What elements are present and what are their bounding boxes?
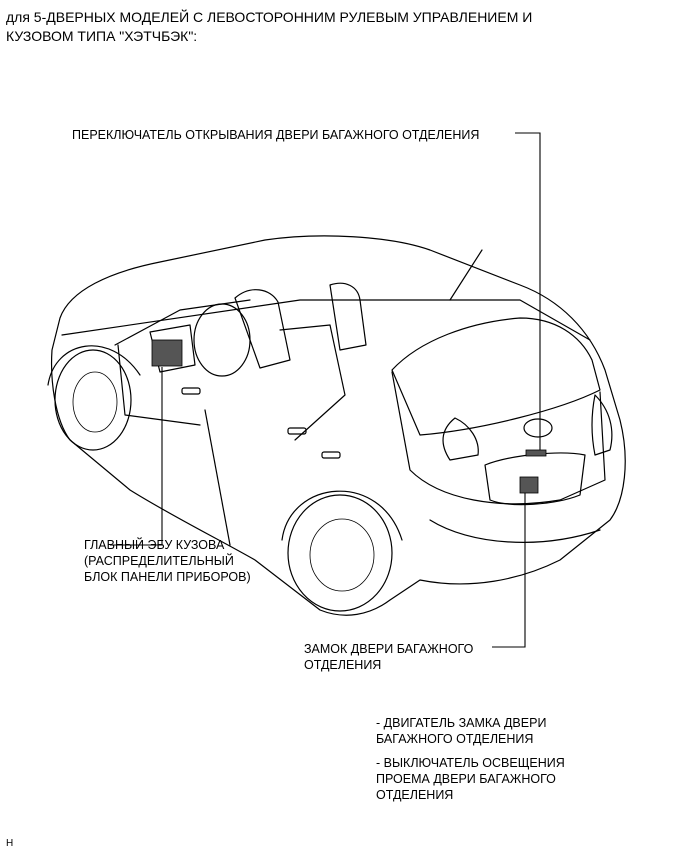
leader-lines	[110, 132, 541, 648]
car-body-outline	[47, 235, 626, 616]
diagram-header: для 5-ДВЕРНЫХ МОДЕЛЕЙ С ЛЕВОСТОРОННИМ РУ…	[6, 9, 533, 44]
label-main-body-ecu: ГЛАВНЫЙ ЭБУ КУЗОВА (РАСПРЕДЕЛИТЕЛЬНЫЙ БЛ…	[84, 538, 251, 584]
illustration-code: H	[6, 838, 14, 849]
label-back-door-lock: ЗАМОК ДВЕРИ БАГАЖНОГО ОТДЕЛЕНИЯ	[304, 642, 474, 672]
note-courtesy-switch: - ВЫКЛЮЧАТЕЛЬ ОСВЕЩЕНИЯ ПРОЕМА ДВЕРИ БАГ…	[376, 756, 565, 802]
note-lock-motor: - ДВИГАТЕЛЬ ЗАМКА ДВЕРИ БАГАЖНОГО ОТДЕЛЕ…	[376, 716, 547, 746]
label-back-door-opener-switch: ПЕРЕКЛЮЧАТЕЛЬ ОТКРЫВАНИЯ ДВЕРИ БАГАЖНОГО…	[72, 128, 480, 142]
component-markers	[151, 339, 547, 494]
